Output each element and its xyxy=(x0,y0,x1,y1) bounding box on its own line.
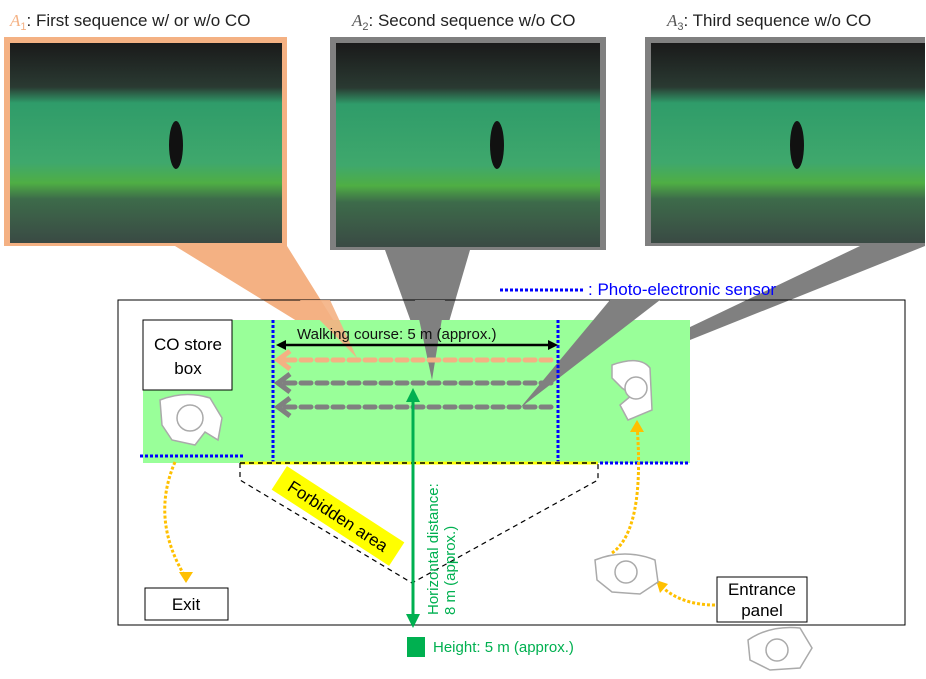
photo-a2 xyxy=(330,37,606,250)
person-icon xyxy=(594,553,659,595)
exit-label: Exit xyxy=(172,595,201,614)
horizontal-distance-label: Horizontal distance: 8 m (approx.) xyxy=(425,483,459,615)
height-label: Height: 5 m (approx.) xyxy=(433,639,574,656)
svg-text:Forbidden area: Forbidden area xyxy=(284,477,392,556)
co-store-box-label-2: box xyxy=(174,359,202,378)
camera-marker xyxy=(407,637,425,657)
entrance-panel-box xyxy=(716,576,808,623)
co-store-box xyxy=(142,319,233,391)
exit-box xyxy=(144,587,229,621)
sensor-legend-label: : Photo-electronic sensor xyxy=(588,280,776,299)
person-icon xyxy=(159,393,223,446)
panel-route xyxy=(658,583,716,607)
floor-outline xyxy=(117,299,906,626)
caption-a3: A3: Third sequence w/o CO xyxy=(666,11,871,33)
entrance-panel-label: Entrance xyxy=(728,580,796,599)
photo-a3 xyxy=(645,37,925,246)
walking-course-label: Walking course: 5 m (approx.) xyxy=(297,326,497,343)
svg-text:8 m (approx.): 8 m (approx.) xyxy=(442,526,459,615)
forbidden-area-label: Forbidden area xyxy=(271,466,405,566)
caption-a2: A2: Second sequence w/o CO xyxy=(351,11,575,33)
caption-a1: A1: First sequence w/ or w/o CO xyxy=(9,11,250,33)
entry-route xyxy=(611,424,641,555)
co-store-box-label: CO store xyxy=(154,335,222,354)
exit-route xyxy=(163,461,188,579)
entrance-panel-label-2: panel xyxy=(741,601,783,620)
svg-text:Horizontal distance:: Horizontal distance: xyxy=(425,483,442,615)
photo-a1 xyxy=(4,37,287,246)
person-icon xyxy=(611,359,653,421)
person-icon xyxy=(747,626,813,671)
